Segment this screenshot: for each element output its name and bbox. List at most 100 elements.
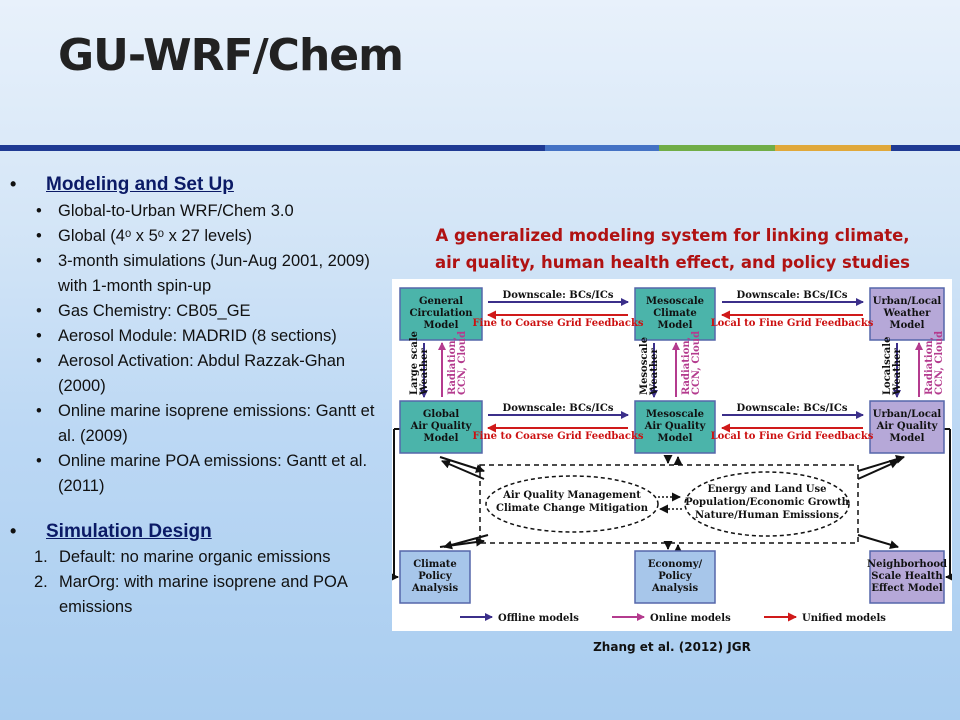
fine-to-coarse-label: Fine to Coarse Grid Feedbacks	[472, 318, 643, 329]
connector-arrow	[857, 534, 899, 550]
model-box-label: Scale Health	[871, 571, 943, 582]
section-heading-simulation: • Simulation Design	[10, 521, 390, 543]
connector-arrow	[443, 534, 489, 550]
simulation-item: 2.MarOrg: with marine isoprene and POA e…	[10, 570, 390, 620]
integration-region	[479, 464, 859, 544]
radiation-label: Radiation,	[924, 337, 935, 395]
item-number: 2.	[34, 573, 48, 591]
legend-offline-label: Offline models	[498, 613, 579, 624]
downscale-label: Downscale: BCs/ICs	[737, 290, 848, 301]
model-box-epa	[634, 550, 716, 604]
bullet-marker: •	[36, 452, 42, 470]
weather-label: Localscale	[882, 337, 893, 395]
setup-item: • Aerosol Module: MADRID (8 sections)	[10, 324, 390, 349]
connector-arrow	[857, 455, 905, 472]
setup-item: • Online marine isoprene emissions: Gantt…	[10, 399, 390, 449]
bullet-marker: •	[10, 521, 17, 541]
model-box-label: Air Quality	[876, 421, 939, 432]
local-to-fine-label: Local to Fine Grid Feedbacks	[711, 318, 874, 329]
figure-citation: Zhang et al. (2012) JGR	[593, 640, 751, 654]
ellipse-label: Nature/Human Emissions	[695, 510, 839, 521]
divider-segment	[775, 145, 891, 151]
setup-item: •Global-to-Urban WRF/Chem 3.0	[10, 199, 390, 224]
setup-item: •Online marine POA emissions: Gantt et a…	[10, 449, 390, 499]
setup-item: • Global (4ᵒ x 5ᵒ x 27 levels)	[10, 224, 390, 249]
model-box-mcm	[634, 287, 716, 341]
section-heading-text: Simulation Design	[46, 521, 212, 542]
radiation-label: CCN, Cloud	[691, 331, 702, 395]
section-heading-modeling: • Modeling and Set Up	[10, 174, 390, 196]
bullet-marker: •	[36, 327, 42, 345]
setup-item: •Aerosol Activation: Abdul Razzak-Ghan (…	[10, 349, 390, 399]
connector-arrow	[857, 460, 899, 480]
model-box-label: Model	[658, 433, 693, 444]
setup-item-text: Gas Chemistry: CB05_GE	[58, 302, 251, 320]
model-box-gaq	[399, 400, 483, 454]
weather-label: Mesoscale	[639, 337, 650, 395]
weather-label: Weather	[649, 347, 660, 396]
model-box-label: Mesoscale	[646, 296, 704, 307]
title-divider	[0, 145, 960, 151]
fine-to-coarse-label: Fine to Coarse Grid Feedbacks	[472, 431, 643, 442]
local-to-fine-label: Local to Fine Grid Feedbacks	[711, 431, 874, 442]
bullet-marker: •	[36, 402, 42, 420]
model-box-gcm	[399, 287, 483, 341]
model-box-ulw	[869, 287, 945, 341]
legend-online-label: Online models	[650, 613, 731, 624]
model-box-label: Weather	[883, 308, 932, 319]
page-title: GU-WRF/Chem	[58, 30, 404, 81]
radiation-label: CCN, Cloud	[457, 331, 468, 395]
model-box-label: Policy	[658, 571, 693, 582]
model-box-label: Circulation	[409, 308, 473, 319]
divider-segment	[545, 145, 659, 151]
setup-item-text: Aerosol Module: MADRID (8 sections)	[58, 327, 337, 345]
weather-label: Large scale	[409, 331, 420, 395]
model-box-label: Climate	[653, 308, 697, 319]
model-box-label: Neighborhood	[867, 559, 947, 570]
setup-item-text: Online marine isoprene emissions: Gantt …	[58, 402, 375, 445]
model-box-label: General	[419, 296, 463, 307]
ellipse-label: Population/Economic Growth	[685, 497, 849, 508]
section-heading-text: Modeling and Set Up	[46, 174, 234, 195]
model-box-label: Global	[423, 409, 459, 420]
divider-segment	[0, 145, 545, 151]
setup-items: •Global-to-Urban WRF/Chem 3.0•Global (4ᵒ…	[10, 199, 390, 499]
setup-item-text: 3-month simulations (Jun-Aug 2001, 2009)…	[58, 252, 370, 295]
radiation-label: Radiation,	[447, 337, 458, 395]
downscale-label: Downscale: BCs/ICs	[503, 403, 614, 414]
ellipse-label: Energy and Land Use	[708, 484, 827, 495]
setup-item-text: Aerosol Activation: Abdul Razzak-Ghan (2…	[58, 352, 346, 395]
model-box-cpa	[399, 550, 471, 604]
model-box-label: Policy	[418, 571, 453, 582]
simulation-item: 1. Default: no marine organic emissions	[10, 545, 390, 570]
setup-item-text: Global-to-Urban WRF/Chem 3.0	[58, 202, 294, 220]
policy-ellipse	[485, 475, 659, 533]
item-number: 1.	[34, 548, 48, 566]
simulation-item-text: Default: no marine organic emissions	[59, 548, 331, 566]
connector-arrow	[441, 460, 485, 480]
simulation-items: 1. Default: no marine organic emissions 2.…	[10, 545, 390, 620]
setup-item: •Gas Chemistry: CB05_GE	[10, 299, 390, 324]
divider-segment	[891, 145, 960, 151]
bullet-marker: •	[10, 174, 17, 194]
figure-title-line: A generalized modeling system for linkin…	[435, 226, 910, 245]
setup-item-text: Global (4ᵒ x 5ᵒ x 27 levels)	[58, 227, 253, 245]
model-box-label: Climate	[413, 559, 457, 570]
model-box-label: Analysis	[411, 583, 459, 594]
figure-title: A generalized modeling system for linkin…	[395, 222, 950, 276]
weather-label: Weather	[892, 347, 903, 396]
model-box-label: Model	[424, 433, 459, 444]
model-box-label: Urban/Local	[873, 296, 942, 307]
model-box-label: Effect Model	[871, 583, 942, 594]
downscale-label: Downscale: BCs/ICs	[737, 403, 848, 414]
model-box-label: Economy/	[648, 559, 703, 570]
model-box-label: Model	[890, 433, 925, 444]
divider-segment	[659, 145, 775, 151]
model-box-label: Model	[890, 320, 925, 331]
bullet-marker: •	[36, 252, 42, 270]
radiation-label: CCN, Cloud	[934, 331, 945, 395]
left-bullet-list: • Modeling and Set Up •Global-to-Urban W…	[10, 174, 390, 620]
bullet-marker: •	[36, 227, 42, 245]
